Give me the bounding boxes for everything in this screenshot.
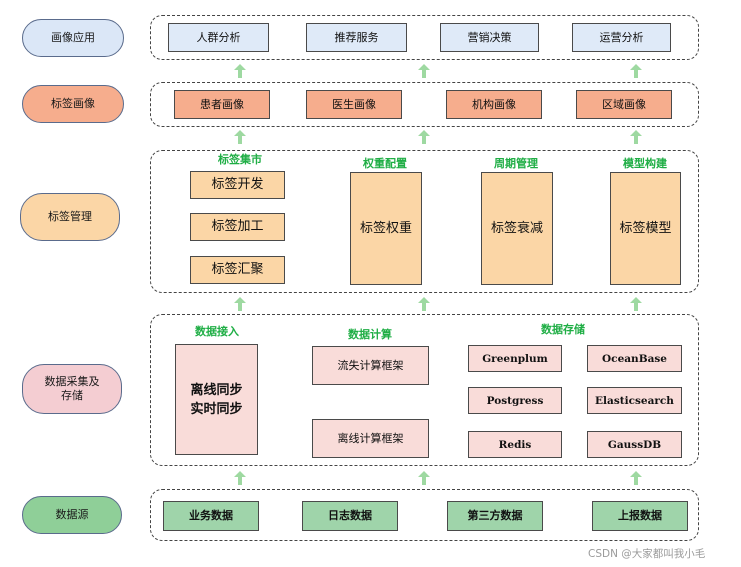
tag-process-label: 标签加工	[211, 219, 264, 234]
app-operation-analysis-label: 运营分析	[599, 30, 644, 44]
source-reported-data: 上报数据	[592, 501, 688, 531]
portraits-panel	[150, 82, 699, 127]
tag-weight: 标签权重	[350, 172, 422, 285]
storage-gaussdb: GaussDB	[587, 431, 682, 458]
tag-management-panel	[150, 150, 699, 293]
source-log-data-label: 日志数据	[328, 509, 372, 522]
portrait-region: 区域画像	[576, 90, 672, 119]
layer-tag-portrait-label: 标签画像	[51, 97, 95, 110]
source-third-party-data-label: 第三方数据	[467, 509, 523, 522]
up-arrow-icon	[234, 130, 246, 144]
layer-tag-management-label: 标签管理	[48, 210, 92, 223]
layer-tag-portrait: 标签画像	[22, 85, 124, 123]
app-marketing-decision: 营销决策	[440, 23, 539, 52]
up-arrow-icon	[630, 297, 642, 311]
app-marketing-decision-label: 营销决策	[467, 30, 512, 44]
app-recommend-service-label: 推荐服务	[334, 30, 379, 44]
tag-market-title: 标签集市	[218, 153, 262, 166]
tag-aggregate: 标签汇聚	[190, 256, 285, 284]
data-ingest-title: 数据接入	[195, 325, 239, 338]
layer-data-source: 数据源	[22, 496, 122, 534]
layer-tag-management: 标签管理	[20, 193, 120, 241]
app-crowd-analysis: 人群分析	[168, 23, 269, 52]
up-arrow-icon	[418, 471, 430, 485]
layer-portrait-app: 画像应用	[22, 19, 124, 57]
storage-elasticsearch-label: Elasticsearch	[595, 394, 674, 407]
portrait-doctor-label: 医生画像	[332, 97, 376, 111]
up-arrow-icon	[234, 297, 246, 311]
app-recommend-service: 推荐服务	[306, 23, 407, 52]
layer-portrait-app-label: 画像应用	[51, 31, 95, 44]
up-arrow-icon	[630, 64, 642, 78]
tag-decay-label: 标签衰减	[490, 220, 543, 236]
layer-collect-store: 数据采集及存储	[22, 364, 122, 414]
up-arrow-icon	[418, 130, 430, 144]
tag-process: 标签加工	[190, 213, 285, 241]
up-arrow-icon	[418, 297, 430, 311]
tag-weight-label: 标签权重	[359, 220, 412, 236]
tag-aggregate-label: 标签汇聚	[211, 262, 264, 277]
weight-config-title: 权重配置	[363, 157, 407, 170]
portrait-region-label: 区域画像	[602, 97, 646, 111]
source-third-party-data: 第三方数据	[447, 501, 543, 531]
portrait-patient-label: 患者画像	[200, 97, 244, 111]
storage-redis: Redis	[468, 431, 562, 458]
tag-develop-label: 标签开发	[211, 177, 264, 192]
storage-postgress: Postgress	[468, 387, 562, 414]
up-arrow-icon	[418, 64, 430, 78]
tag-develop: 标签开发	[190, 171, 285, 199]
storage-redis-label: Redis	[498, 438, 532, 451]
app-crowd-analysis-label: 人群分析	[196, 30, 241, 44]
layer-data-source-label: 数据源	[55, 508, 89, 521]
storage-oceanbase: OceanBase	[587, 345, 682, 372]
source-business-data: 业务数据	[163, 501, 259, 531]
storage-oceanbase-label: OceanBase	[602, 352, 667, 365]
up-arrow-icon	[630, 130, 642, 144]
portrait-patient: 患者画像	[174, 90, 270, 119]
offline-compute-framework-label: 离线计算框架	[337, 431, 404, 445]
up-arrow-icon	[234, 471, 246, 485]
watermark-text: CSDN @大家都叫我小毛	[588, 548, 706, 560]
storage-postgress-label: Postgress	[486, 394, 544, 407]
data-ingest-box: 离线同步 实时同步	[175, 344, 258, 455]
portrait-institution: 机构画像	[446, 90, 542, 119]
collect-store-panel	[150, 314, 699, 466]
data-compute-title: 数据计算	[348, 328, 392, 341]
tag-model: 标签模型	[610, 172, 681, 285]
tag-decay: 标签衰减	[481, 172, 553, 285]
offline-sync-label: 离线同步	[190, 382, 243, 398]
data-storage-title: 数据存储	[541, 323, 585, 336]
source-business-data-label: 业务数据	[189, 509, 233, 522]
cycle-management-title: 周期管理	[494, 157, 538, 170]
offline-compute-framework: 离线计算框架	[312, 419, 429, 458]
storage-gaussdb-label: GaussDB	[607, 438, 662, 451]
apps-panel	[150, 15, 699, 60]
model-build-title: 模型构建	[623, 157, 667, 170]
stream-compute-framework-label: 流失计算框架	[337, 358, 404, 372]
portrait-institution-label: 机构画像	[472, 97, 516, 111]
storage-greenplum: Greenplum	[468, 345, 562, 372]
storage-elasticsearch: Elasticsearch	[587, 387, 682, 414]
source-log-data: 日志数据	[302, 501, 398, 531]
layer-collect-store-label: 数据采集及存储	[44, 375, 100, 402]
source-reported-data-label: 上报数据	[618, 509, 662, 522]
realtime-sync-label: 实时同步	[190, 401, 243, 417]
stream-compute-framework: 流失计算框架	[312, 346, 429, 385]
up-arrow-icon	[234, 64, 246, 78]
portrait-doctor: 医生画像	[306, 90, 402, 119]
tag-model-label: 标签模型	[619, 220, 672, 236]
up-arrow-icon	[630, 471, 642, 485]
storage-greenplum-label: Greenplum	[482, 352, 548, 365]
data-source-panel	[150, 489, 699, 541]
app-operation-analysis: 运营分析	[572, 23, 671, 52]
